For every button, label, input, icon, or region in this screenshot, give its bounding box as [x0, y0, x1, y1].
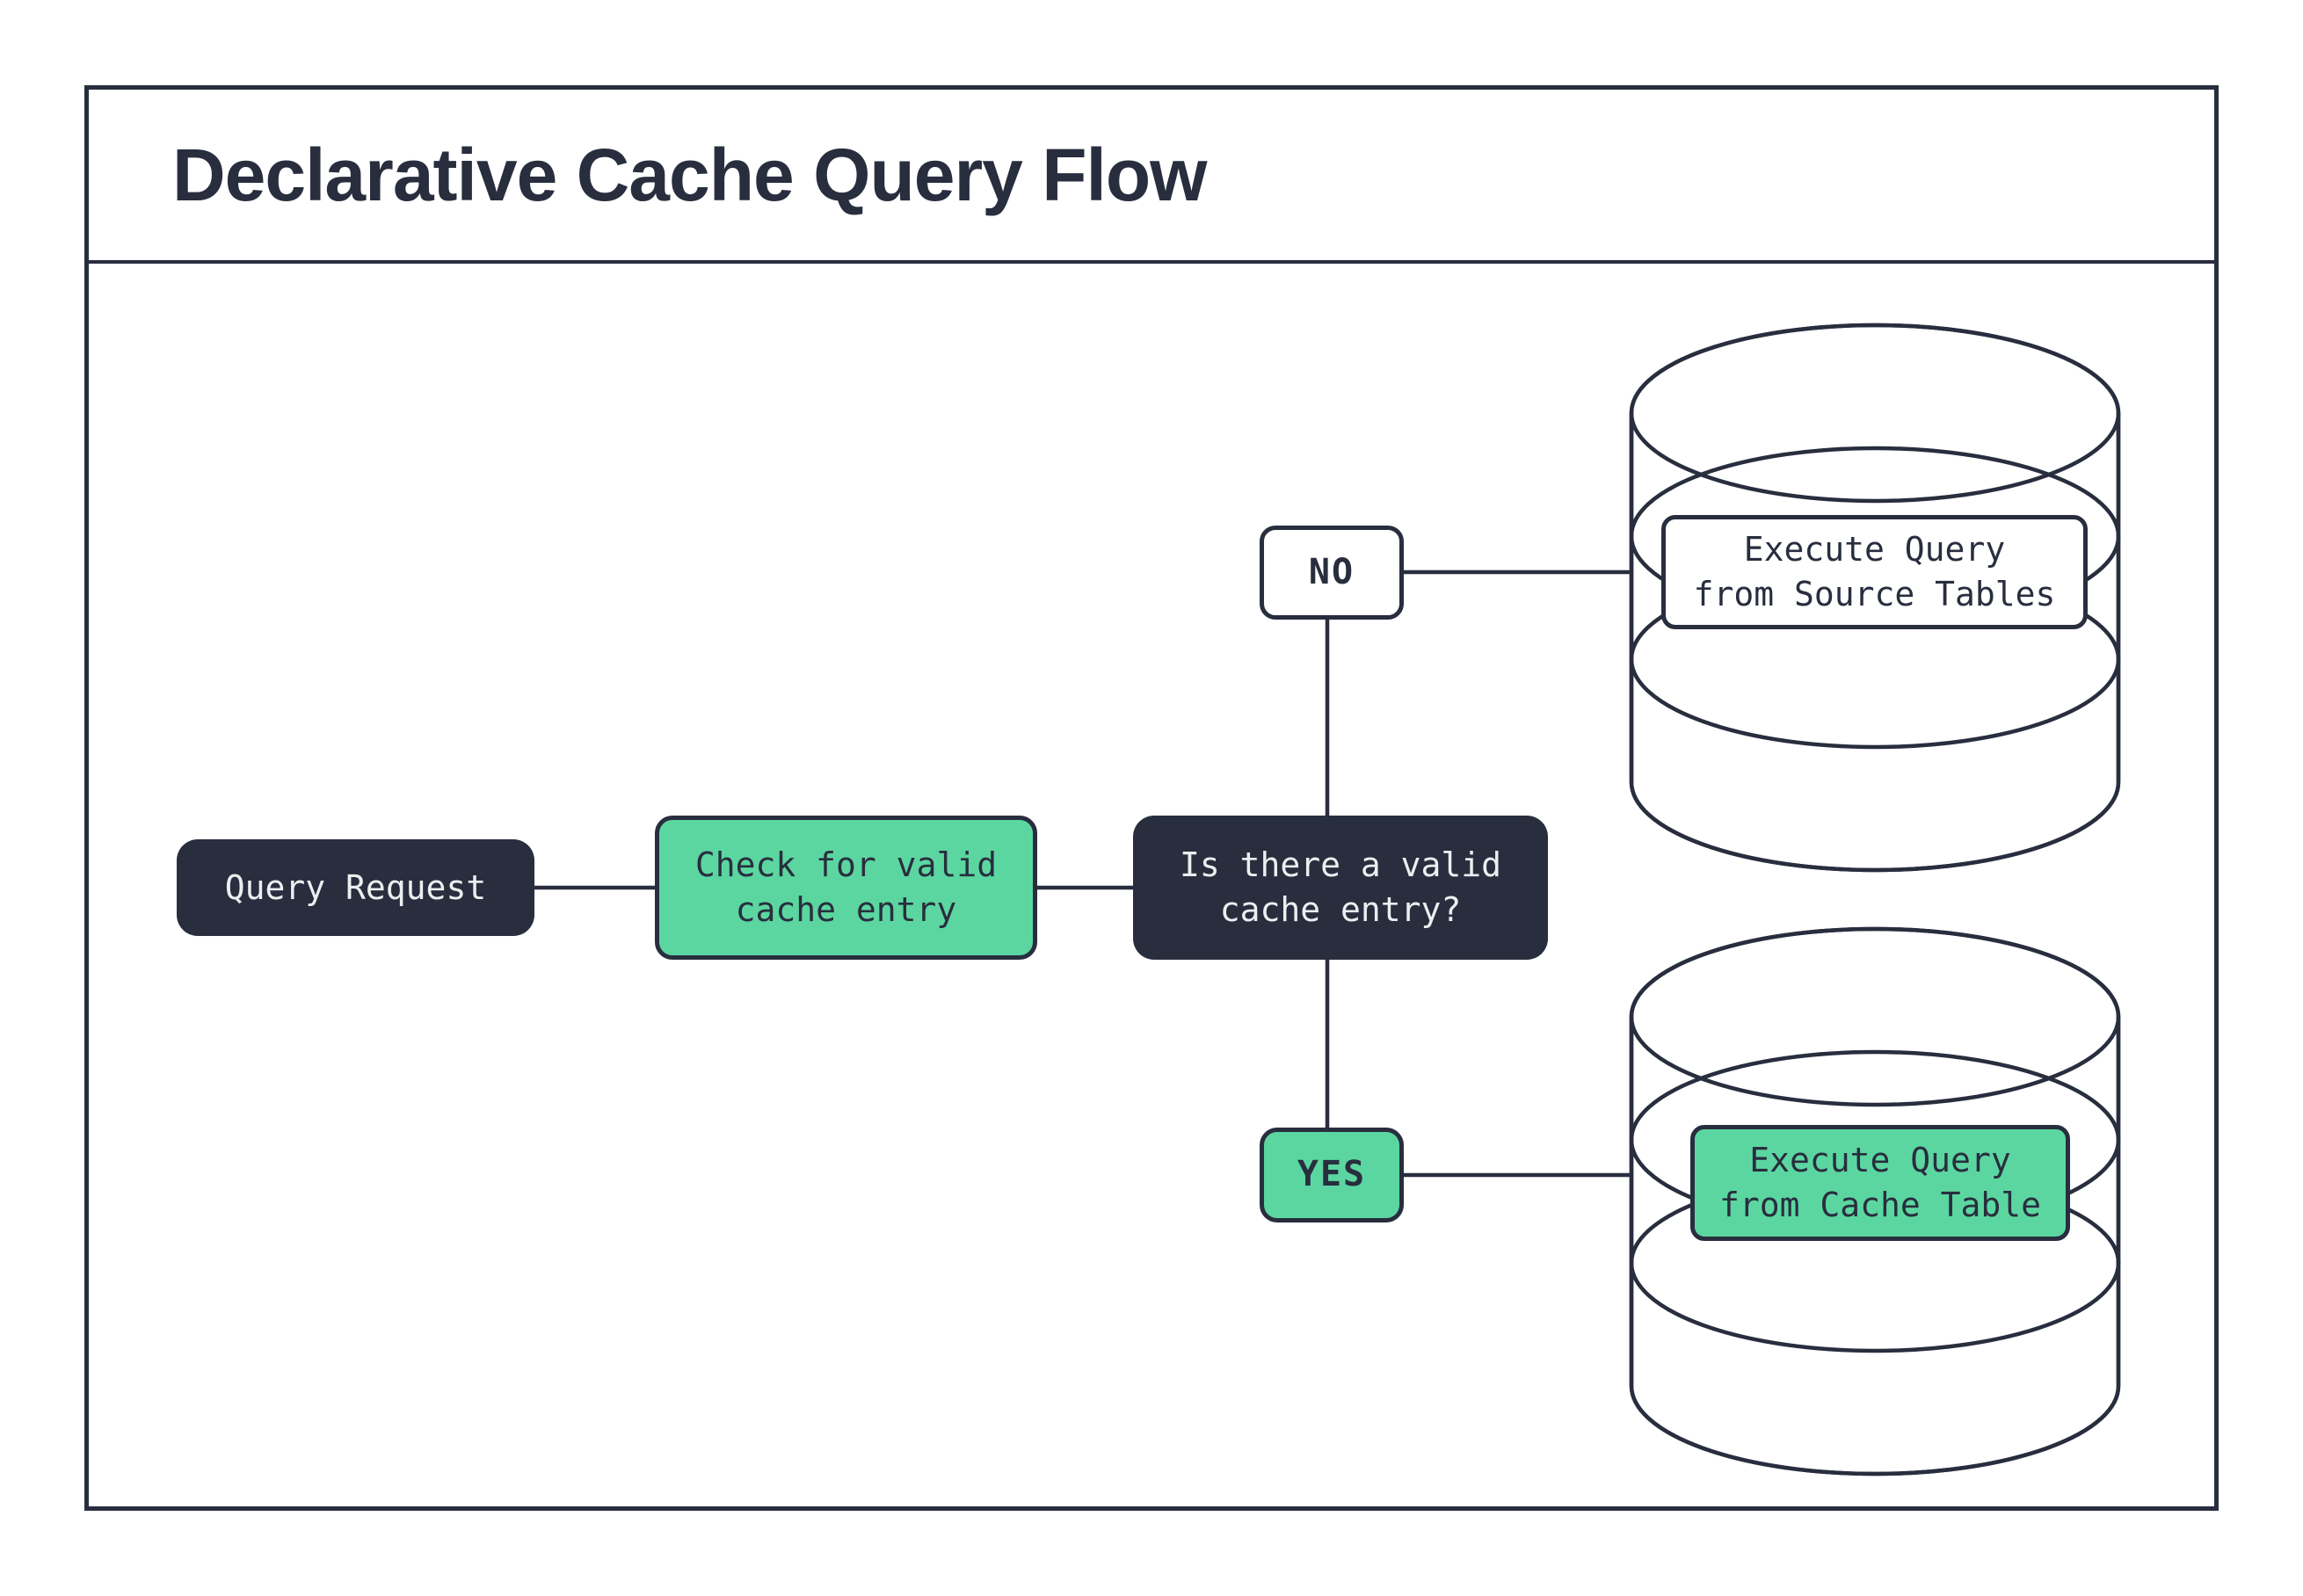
title-bar: Declarative Cache Query Flow: [84, 85, 2219, 264]
node-query-request: Query Request: [177, 839, 534, 936]
node-execute-cache-table: Execute Query from Cache Table: [1690, 1125, 2070, 1241]
node-no-branch: NO: [1260, 526, 1404, 620]
node-execute-source-tables: Execute Query from Source Tables: [1661, 515, 2088, 629]
diagram-frame: [84, 85, 2219, 1511]
node-yes-branch: YES: [1260, 1128, 1404, 1222]
node-decision-valid-cache: Is there a valid cache entry?: [1133, 816, 1548, 960]
node-check-cache: Check for valid cache entry: [655, 816, 1037, 960]
page-title: Declarative Cache Query Flow: [172, 133, 1208, 216]
